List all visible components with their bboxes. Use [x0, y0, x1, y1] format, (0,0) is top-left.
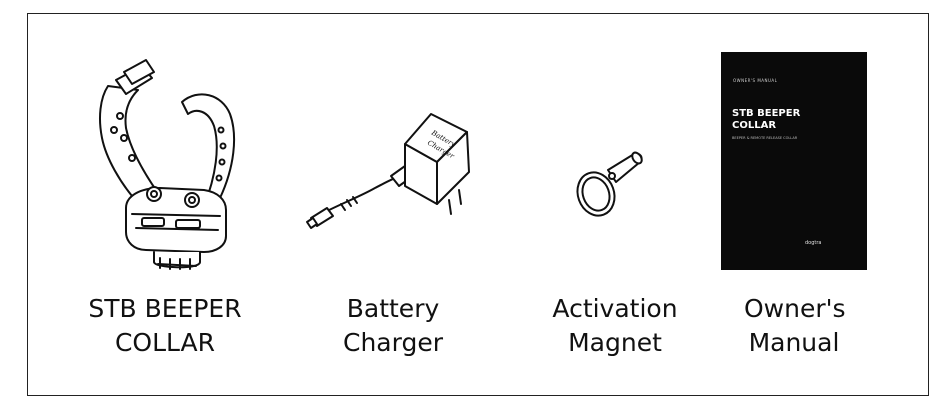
package-contents-frame	[27, 13, 929, 396]
battery-charger-illustration: Battery Charger	[306, 113, 470, 229]
collar-caption-line2: COLLAR	[114, 328, 216, 357]
collar-caption: STB BEEPER COLLAR	[82, 292, 248, 360]
magnet-caption: Activation Magnet	[540, 292, 690, 360]
manual-cover-subtitle: BEEPER & REMOTE RELEASE COLLAR	[732, 136, 798, 140]
owners-manual-booklet: OWNER'S MANUAL STB BEEPER COLLAR BEEPER …	[721, 52, 867, 270]
manual-cover-logo: dogtra	[805, 240, 822, 246]
manual-caption-line1: Owner's	[744, 294, 846, 323]
charger-caption-line2: Charger	[343, 328, 443, 357]
charger-caption-line1: Battery	[346, 294, 440, 323]
collar-caption-line1: STB BEEPER	[88, 294, 242, 323]
manual-caption: Owner's Manual	[744, 292, 846, 360]
manual-cover-small-text: OWNER'S MANUAL	[733, 78, 778, 83]
manual-caption-line2: Manual	[748, 328, 840, 357]
beeper-collar-illustration	[99, 59, 236, 270]
activation-magnet-illustration	[576, 151, 643, 217]
manual-cover-title: STB BEEPER COLLAR	[732, 108, 800, 132]
manual-cover-title-line1: STB BEEPER	[732, 108, 801, 119]
charger-caption: Battery Charger	[318, 292, 468, 360]
magnet-caption-line2: Magnet	[568, 328, 662, 357]
manual-cover-title-line2: COLLAR	[732, 120, 777, 131]
magnet-caption-line1: Activation	[552, 294, 678, 323]
